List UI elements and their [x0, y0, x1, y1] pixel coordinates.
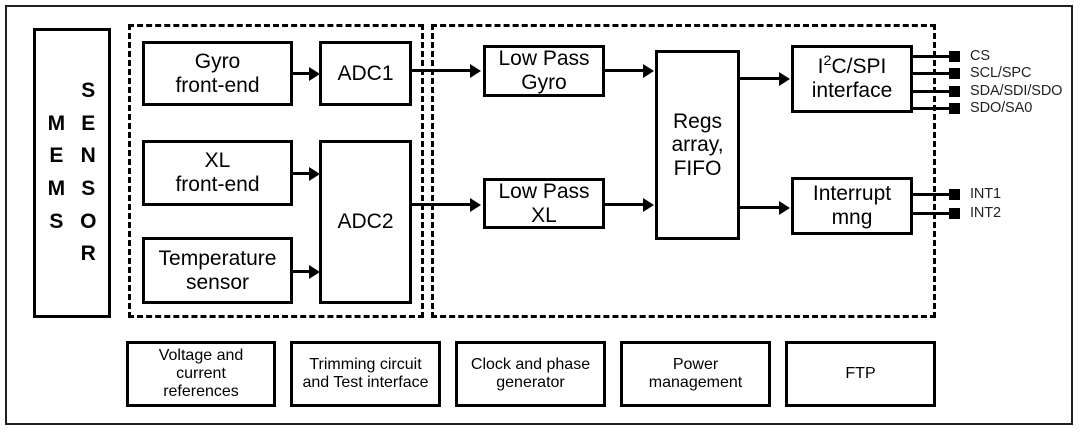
i2c-spi-interface-block[interactable]: I2C/SPI interface	[791, 45, 913, 113]
gyro-front-end-line1: Gyro	[194, 49, 241, 73]
wire-pin-int1	[913, 193, 956, 196]
digital-section-group	[431, 24, 936, 318]
wire-regs-to-interrupt	[740, 206, 781, 209]
mems-sensor-block[interactable]: M E M S S E N S O R	[33, 28, 111, 318]
interrupt-mng-line2: mng	[831, 206, 873, 229]
i2c-spi-line1: I2C/SPI	[808, 53, 897, 79]
adc2-block[interactable]: ADC2	[319, 140, 412, 304]
pin-pad-int2[interactable]	[949, 208, 960, 219]
sensor-letter: S	[81, 177, 96, 200]
trimming-line2: and Test interface	[302, 374, 429, 391]
pin-label-int2: INT2	[970, 205, 1002, 221]
clock-line2: generator	[496, 374, 565, 391]
clock-line1: Clock and phase	[470, 356, 591, 374]
power-line1: Power	[672, 356, 719, 374]
wire-pin-sda	[913, 90, 956, 93]
mems-column-left: M E M S	[48, 108, 66, 238]
wire-adc1-to-lpgyro	[411, 69, 472, 72]
low-pass-xl-line1: Low Pass	[498, 179, 590, 203]
trimming-test-interface-block[interactable]: Trimming circuit and Test interface	[290, 341, 441, 407]
low-pass-xl-block[interactable]: Low Pass XL	[483, 178, 605, 229]
low-pass-gyro-block[interactable]: Low Pass Gyro	[483, 45, 605, 97]
xl-front-end-line2: front-end	[175, 173, 260, 196]
wire-xl-to-adc2	[293, 172, 311, 175]
temperature-sensor-line2: sensor	[185, 270, 249, 294]
arrow-gyro-to-adc1	[309, 66, 320, 81]
i2c-spi-suffix: C/SPI	[831, 55, 887, 79]
voltage-refs-line2: references	[163, 382, 239, 400]
arrow-lpxl-to-regs	[643, 197, 654, 212]
arrow-xl-to-adc2	[309, 166, 320, 181]
interrupt-mng-block[interactable]: Interrupt mng	[791, 177, 913, 235]
pin-pad-sdo[interactable]	[949, 103, 960, 114]
wire-gyro-to-adc1	[293, 72, 311, 75]
pin-label-int1: INT1	[970, 186, 1002, 202]
wire-pin-scl	[913, 72, 956, 75]
regs-array-line2: array,	[671, 133, 724, 157]
analog-front-end-group	[128, 24, 424, 318]
pin-pad-int1[interactable]	[949, 189, 960, 200]
mems-column-right: S E N S O R	[80, 75, 96, 270]
mems-letter: E	[49, 144, 64, 168]
power-management-block[interactable]: Power management	[620, 341, 771, 407]
pin-pad-cs[interactable]	[949, 51, 960, 62]
power-line2: management	[648, 374, 743, 391]
i2c-spi-superscript: 2	[823, 53, 832, 70]
pin-label-scl: SCL/SPC	[970, 65, 1032, 81]
mems-letter: S	[49, 209, 64, 233]
low-pass-xl-line2: XL	[531, 203, 557, 227]
wire-lpxl-to-regs	[605, 203, 645, 206]
xl-front-end-block[interactable]: XL front-end	[142, 140, 293, 206]
pin-label-sdo: SDO/SA0	[970, 100, 1033, 116]
voltage-current-references-block[interactable]: Voltage and current references	[126, 341, 276, 407]
mems-letter: M	[47, 111, 66, 135]
gyro-front-end-block[interactable]: Gyro front-end	[142, 41, 293, 106]
mems-letter: M	[47, 177, 66, 200]
arrow-regs-to-interrupt	[779, 200, 790, 215]
arrow-lpgyro-to-regs	[643, 63, 654, 78]
i2c-spi-prefix: I	[817, 55, 824, 79]
wire-pin-int2	[913, 212, 956, 215]
interrupt-mng-line1: Interrupt	[812, 182, 892, 206]
i2c-spi-line2: interface	[811, 79, 893, 102]
arrow-temp-to-adc2	[309, 264, 320, 279]
sensor-letter: S	[81, 79, 96, 103]
adc1-block[interactable]: ADC1	[319, 41, 412, 106]
arrow-adc1-to-lpgyro	[470, 63, 481, 78]
wire-lpgyro-to-regs	[605, 69, 645, 72]
regs-array-line3: FIFO	[673, 156, 722, 180]
wire-pin-cs	[913, 55, 956, 58]
wire-regs-to-i2cspi	[740, 77, 781, 80]
arrow-adc2-to-lpxl	[470, 197, 481, 212]
wire-temp-to-adc2	[293, 270, 311, 273]
xl-front-end-line1: XL	[204, 149, 231, 173]
wire-adc2-to-lpxl	[411, 203, 472, 206]
adc2-label: ADC2	[337, 210, 394, 234]
ftp-block[interactable]: FTP	[785, 341, 936, 407]
diagram-outer-frame	[5, 5, 1073, 425]
trimming-line1: Trimming circuit	[309, 356, 422, 374]
low-pass-gyro-line2: Gyro	[521, 71, 567, 94]
voltage-refs-line1: Voltage and current	[158, 347, 244, 383]
sensor-letter: E	[81, 111, 96, 135]
low-pass-gyro-line1: Low Pass	[498, 47, 590, 71]
arrow-regs-to-i2cspi	[779, 71, 790, 86]
adc1-label: ADC1	[337, 61, 394, 85]
clock-phase-generator-block[interactable]: Clock and phase generator	[455, 341, 606, 407]
sensor-letter: N	[80, 144, 96, 168]
temperature-sensor-block[interactable]: Temperature sensor	[142, 237, 293, 304]
wire-pin-sdo	[913, 107, 956, 110]
pin-pad-sda[interactable]	[949, 86, 960, 97]
mems-sensor-text: M E M S S E N S O R	[36, 31, 108, 315]
sensor-letter: R	[80, 242, 96, 266]
ftp-label: FTP	[845, 365, 876, 383]
temperature-sensor-line1: Temperature	[158, 246, 277, 270]
gyro-front-end-line2: front-end	[175, 73, 260, 97]
regs-array-fifo-block[interactable]: Regs array, FIFO	[655, 50, 740, 240]
pin-label-cs: CS	[970, 48, 990, 64]
regs-array-line1: Regs	[672, 109, 723, 133]
sensor-letter: O	[80, 209, 97, 233]
pin-pad-scl[interactable]	[949, 68, 960, 79]
pin-label-sda: SDA/SDI/SDO	[970, 83, 1063, 99]
